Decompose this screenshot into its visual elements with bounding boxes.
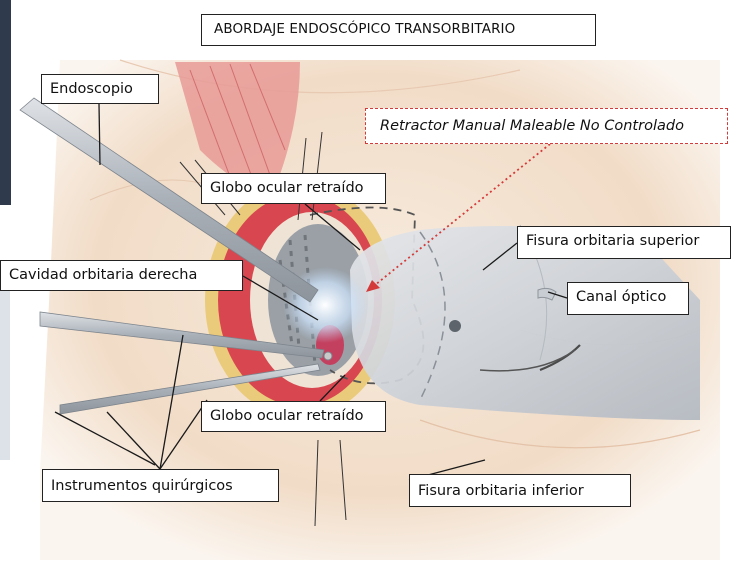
label-globo-ocular-inferior: Globo ocular retraído [201,401,386,432]
label-fisura-orbitaria-inferior: Fisura orbitaria inferior [409,474,631,507]
label-cavidad-orbitaria: Cavidad orbitaria derecha [0,260,243,291]
label-canal-optico: Canal óptico [567,282,689,315]
side-strip-lower [0,290,10,460]
side-strip [0,0,11,205]
label-retractor: Retractor Manual Maleable No Controlado [365,108,728,144]
label-fisura-orbitaria-superior: Fisura orbitaria superior [517,226,731,259]
page-title: ABORDAJE ENDOSCÓPICO TRANSORBITARIO [201,14,596,46]
label-endoscopio: Endoscopio [41,74,159,104]
label-instrumentos: Instrumentos quirúrgicos [42,469,279,502]
label-globo-ocular-superior: Globo ocular retraído [201,173,386,204]
